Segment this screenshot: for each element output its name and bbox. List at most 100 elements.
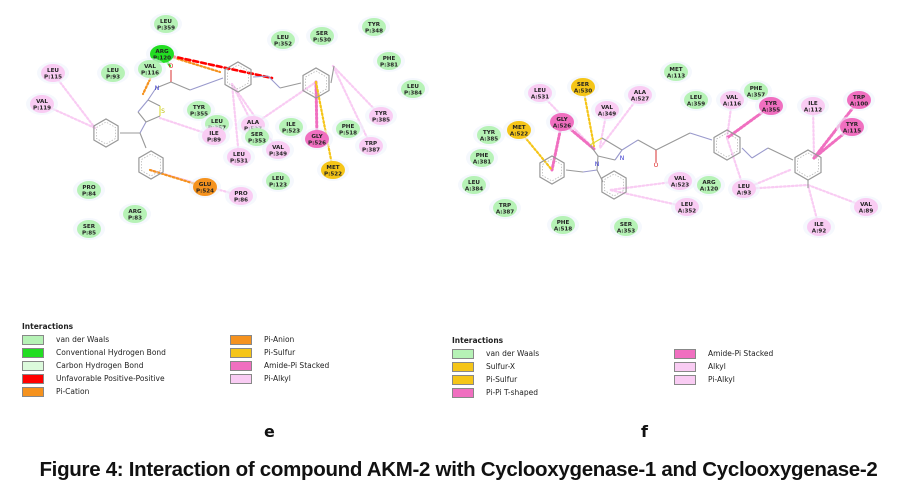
residue-disc bbox=[154, 15, 178, 33]
legend-swatch bbox=[452, 387, 474, 398]
legend-item-amide-pi-stacked: Amide-Pi Stacked bbox=[230, 359, 329, 372]
legend-label: Amide-Pi Stacked bbox=[708, 349, 774, 358]
nitrogen-atom: N bbox=[155, 85, 160, 92]
residue-name: ILE bbox=[286, 122, 296, 128]
residue-id: A:522 bbox=[510, 132, 528, 138]
legend-label: Pi-Pi T-shaped bbox=[486, 388, 538, 397]
residue-id: A:113 bbox=[667, 74, 685, 80]
residue-id: P:530 bbox=[313, 38, 331, 44]
residue-disc bbox=[30, 95, 54, 113]
residue-id: A:115 bbox=[843, 129, 861, 135]
legend-label: Pi-Sulfur bbox=[486, 375, 518, 384]
residue-id: A:93 bbox=[737, 191, 752, 197]
nitrogen-atom: N bbox=[620, 155, 625, 162]
residue-id: P:89 bbox=[207, 138, 221, 144]
interaction-pi-alkyl bbox=[331, 64, 373, 148]
ligand-bond bbox=[637, 139, 657, 151]
residue-id: P:385 bbox=[372, 118, 390, 124]
ligand-bond bbox=[767, 147, 794, 161]
residue-disc bbox=[697, 176, 721, 194]
legend-title: Interactions bbox=[22, 322, 74, 331]
legend-swatch bbox=[230, 334, 252, 345]
central-phenyl-ring bbox=[224, 61, 252, 93]
aromatic-circle bbox=[797, 152, 819, 178]
residue-name: LEU bbox=[690, 95, 702, 101]
legend-item-van-der-waals: van der Waals bbox=[22, 333, 166, 346]
residue-name: GLU bbox=[199, 182, 212, 188]
legend-label: Pi-Anion bbox=[264, 335, 295, 344]
residue-name: VAL bbox=[272, 145, 284, 151]
legend-swatch bbox=[22, 386, 44, 397]
residue-name: TYR bbox=[765, 101, 778, 107]
residue-disc bbox=[847, 91, 871, 109]
residue-disc bbox=[41, 64, 65, 82]
residue-name: ARG bbox=[155, 49, 169, 55]
residue-id: A:359 bbox=[687, 102, 705, 108]
legend-item-unfavorable-positive-positive: Unfavorable Positive-Positive bbox=[22, 372, 166, 385]
residue-name: PHE bbox=[342, 124, 355, 130]
residue-disc bbox=[614, 218, 638, 236]
residue-disc bbox=[493, 199, 517, 217]
ligand-bond bbox=[589, 137, 603, 146]
phenyl-ring bbox=[601, 170, 627, 200]
residue-name: VAL bbox=[674, 176, 686, 182]
residue-id: P:352 bbox=[274, 42, 292, 48]
residue-name: PHE bbox=[476, 153, 489, 159]
residue-name: LEU bbox=[233, 152, 245, 158]
residue-name: LEU bbox=[681, 202, 693, 208]
residue-id: P:123 bbox=[269, 183, 287, 189]
residue-name: LEU bbox=[277, 35, 289, 41]
legend-item-alkyl: Alkyl bbox=[674, 360, 773, 373]
residue-name: VAL bbox=[860, 202, 872, 208]
residue-disc bbox=[202, 127, 226, 145]
ligand-bond bbox=[751, 147, 769, 159]
legend-label: Conventional Hydrogen Bond bbox=[56, 348, 166, 357]
residue-name: PRO bbox=[82, 185, 95, 191]
residue-id: A:387 bbox=[496, 210, 514, 216]
ligand-bond bbox=[137, 99, 149, 113]
residue-id: A:116 bbox=[723, 102, 741, 108]
ligand-molecule: ONS bbox=[93, 61, 335, 180]
residue-id: A:357 bbox=[747, 93, 765, 99]
aromatic-circle bbox=[141, 153, 161, 177]
interaction-diagram-e: ONSLEUP:359ARGP:120LEUP:115LEUP:93VALP:1… bbox=[26, 13, 429, 240]
residue-disc bbox=[801, 97, 825, 115]
residue-name: ALA bbox=[247, 120, 260, 126]
ligand-bond bbox=[621, 139, 639, 151]
residue-name: TYR bbox=[846, 122, 859, 128]
ligand-bond bbox=[139, 121, 147, 134]
residue-id: A:527 bbox=[631, 97, 649, 103]
residue-disc bbox=[279, 118, 303, 136]
residue-id: P:348 bbox=[365, 29, 383, 35]
residue-id: P:85 bbox=[82, 231, 96, 237]
residue-disc bbox=[551, 216, 575, 234]
residue-disc bbox=[138, 60, 162, 78]
terminal-phenyl-ring bbox=[302, 67, 330, 99]
residue-name: TRP bbox=[853, 95, 865, 101]
residue-disc bbox=[193, 178, 217, 196]
residue-disc bbox=[595, 101, 619, 119]
ligand-bond bbox=[145, 115, 161, 123]
residue-id: P:359 bbox=[157, 26, 175, 32]
residue-name: GLY bbox=[311, 134, 323, 140]
residue-id: A:518 bbox=[554, 227, 572, 233]
residue-id: P:523 bbox=[282, 129, 300, 135]
residue-name: VAL bbox=[144, 64, 156, 70]
